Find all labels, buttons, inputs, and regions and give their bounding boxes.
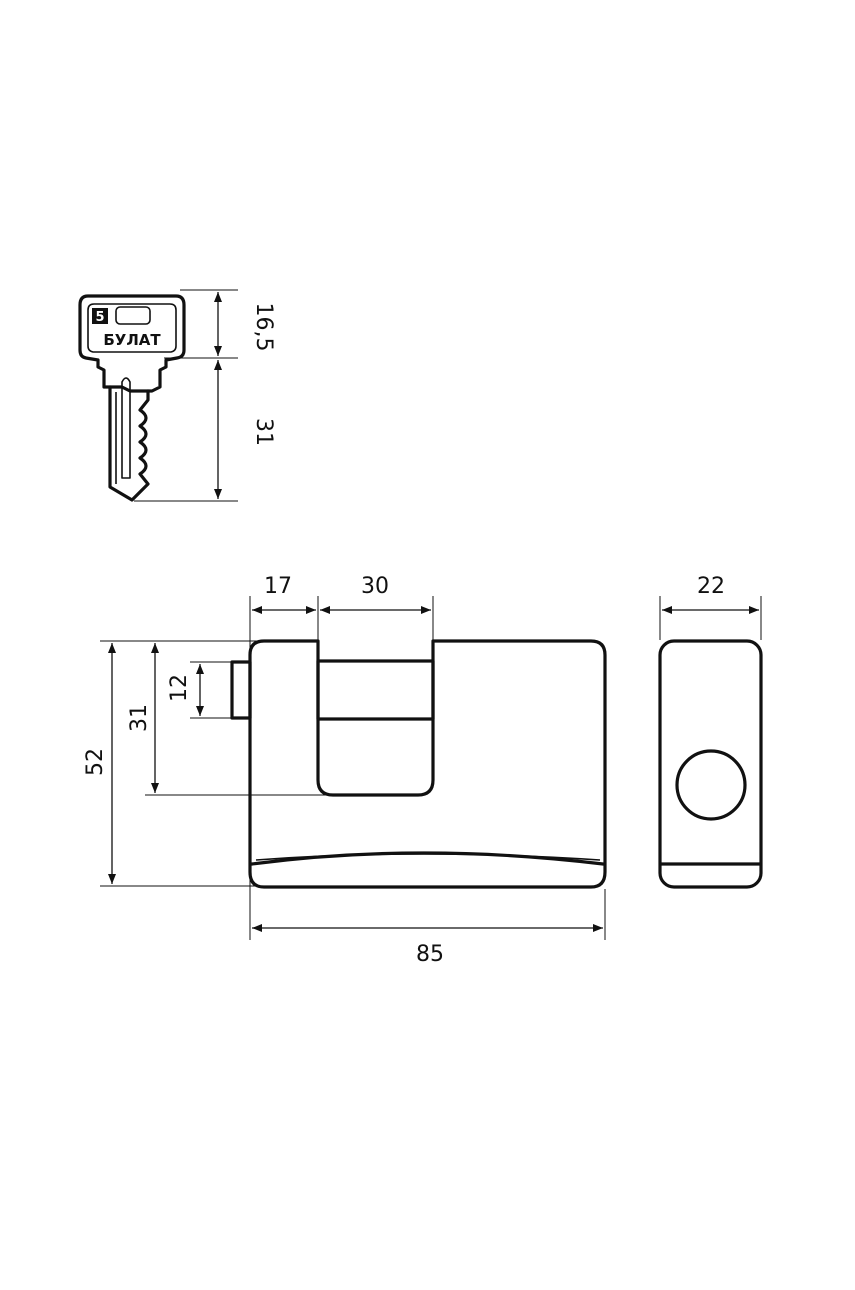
padlock-shackle-bar: [316, 659, 435, 721]
key-blade-groove: [121, 377, 131, 479]
padlock-bolt-stub: [230, 660, 252, 720]
key-drawing: 5 БУЛАТ 16,5 31: [78, 289, 276, 502]
key-brand-text: БУЛАТ: [103, 331, 161, 349]
padlock-band-line: [255, 853, 601, 861]
body-width-dim-label: 85: [416, 942, 444, 967]
body-depth-dim-label: 22: [697, 574, 725, 599]
key-logo-box: [92, 308, 108, 324]
shackle-bolt-dim-label: 12: [167, 674, 192, 702]
key-head-dim-label: 16,5: [251, 303, 276, 352]
key-head: [78, 294, 186, 393]
key-head-inner: [87, 303, 177, 353]
key-blade-dim-label: 31: [251, 418, 276, 446]
padlock-bottom-band: [250, 851, 605, 866]
body-height-dim-label: 52: [83, 748, 108, 776]
key-logo-letter: 5: [95, 310, 104, 325]
padlock-body: [248, 639, 607, 889]
key-blade: [108, 385, 150, 502]
padlock-side-view: 22: [658, 574, 763, 889]
shackle-opening-dim-label: 30: [361, 574, 389, 599]
shackle-depth-dim-label: 31: [127, 704, 152, 732]
padlock-front-view: 17 30 12 31 52 85: [83, 574, 607, 967]
shackle-side-dim-label: 17: [264, 574, 292, 599]
padlock-side-body: [658, 639, 763, 889]
key-logo-window: [115, 306, 151, 325]
padlock-keyhole-cylinder: [675, 749, 747, 821]
